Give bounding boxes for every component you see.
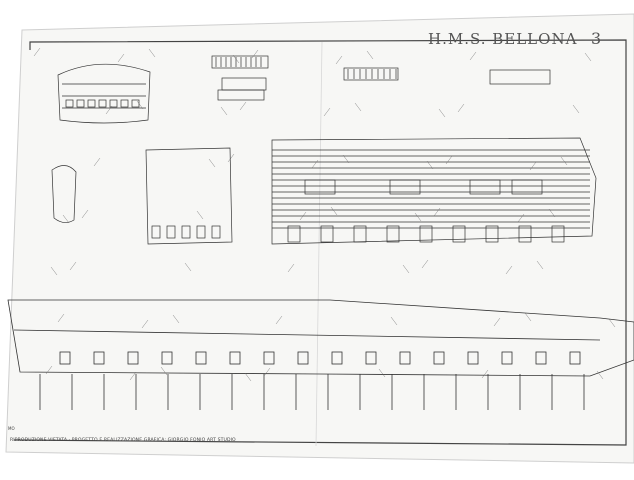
callout-leader-lines bbox=[33, 47, 616, 382]
gratings-drawing bbox=[211, 55, 551, 101]
footer-logo: MO bbox=[8, 426, 15, 431]
paper-sheet bbox=[5, 13, 634, 464]
hull-profile-drawing bbox=[7, 299, 634, 410]
deck-plan-left bbox=[145, 147, 233, 245]
sheet-number: 3 bbox=[591, 29, 602, 48]
sheet-title: H.M.S. BELLONA bbox=[428, 30, 578, 48]
center-fold bbox=[315, 41, 323, 447]
footer-credit: RIPRODUZIONE VIETATA · PROGETTO E REALIZ… bbox=[10, 438, 236, 443]
stern-view-drawing bbox=[57, 63, 151, 124]
rudder-drawing bbox=[51, 165, 77, 223]
inner-border bbox=[13, 39, 627, 446]
deck-plan-right bbox=[271, 137, 597, 245]
